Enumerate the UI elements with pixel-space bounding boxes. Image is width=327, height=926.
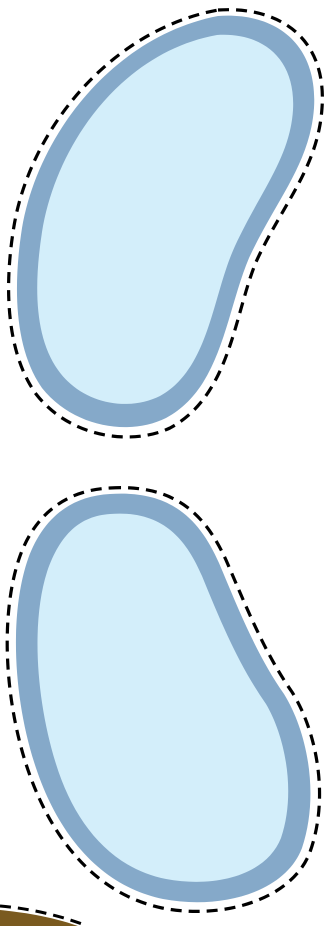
lower-pool[interactable] <box>7 488 319 912</box>
upper-pool[interactable] <box>9 10 323 437</box>
ground-corner <box>0 906 82 926</box>
